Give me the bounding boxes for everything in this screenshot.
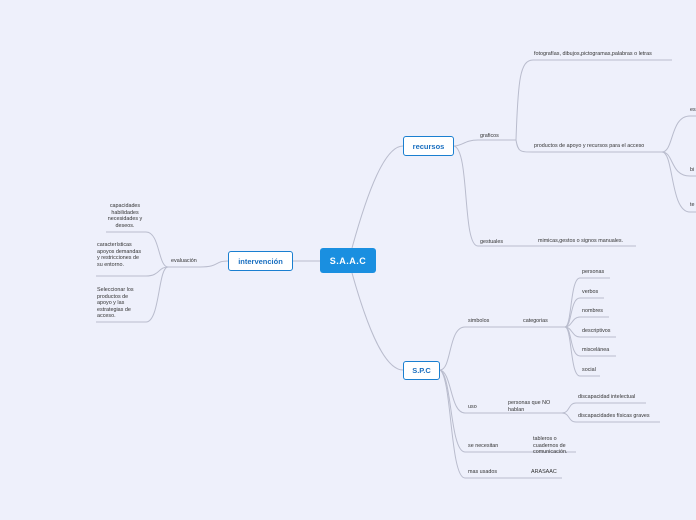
seleccionar-label[interactable]: Seleccionar los productos de apoyo y las…	[97, 287, 134, 320]
evaluacion-label[interactable]: evaluación	[171, 258, 197, 264]
disc-fisicas-label[interactable]: discapacidades físicas graves	[578, 413, 650, 419]
te-label[interactable]: te	[690, 202, 695, 208]
recursos-node[interactable]: recursos	[403, 136, 454, 156]
personas-no-hablan-label[interactable]: personas que NO hablan	[508, 400, 551, 413]
fotografias-label[interactable]: fotografías, dibujos,pictogramas,palabra…	[534, 51, 652, 57]
simbolos-label[interactable]: simbolos	[468, 318, 490, 324]
spc-node[interactable]: S.P.C	[403, 361, 440, 380]
categorias-label[interactable]: categorias	[523, 318, 548, 324]
se-necesitan-label[interactable]: se necesitan	[468, 443, 499, 449]
productos-label[interactable]: productos de apoyo y recursos para el ac…	[534, 143, 645, 149]
intervencion-node[interactable]: intervención	[228, 251, 293, 271]
category-item[interactable]: miscelánea	[582, 347, 610, 353]
capacidades-label[interactable]: capacidades habilidades necesidades y de…	[107, 203, 143, 229]
category-item[interactable]: descriptivos	[582, 328, 611, 334]
mimicas-label[interactable]: mimicas,gestos o signos manuales.	[538, 238, 624, 244]
category-item[interactable]: social	[582, 367, 596, 373]
es-label[interactable]: es	[690, 107, 696, 113]
category-item[interactable]: personas	[582, 269, 605, 275]
caracteristicas-label[interactable]: características apoyos demandas y restri…	[97, 242, 142, 268]
graficos-label[interactable]: graficos	[480, 133, 499, 139]
tableros-label[interactable]: tableros o cuadernos de comunicación.	[533, 436, 568, 456]
category-item[interactable]: verbos	[582, 289, 599, 295]
category-item[interactable]: nombres	[582, 308, 603, 314]
root-node[interactable]: S.A.A.C	[320, 248, 376, 273]
mas-usados-label[interactable]: mas usados	[468, 469, 498, 475]
uso-label[interactable]: uso	[468, 404, 477, 410]
gestuales-label[interactable]: gestuales	[480, 239, 504, 245]
arasaac-label[interactable]: ARASAAC	[531, 469, 557, 475]
bi-label[interactable]: bi	[690, 167, 695, 173]
disc-intelectual-label[interactable]: discapacidad intelectual	[578, 394, 636, 400]
